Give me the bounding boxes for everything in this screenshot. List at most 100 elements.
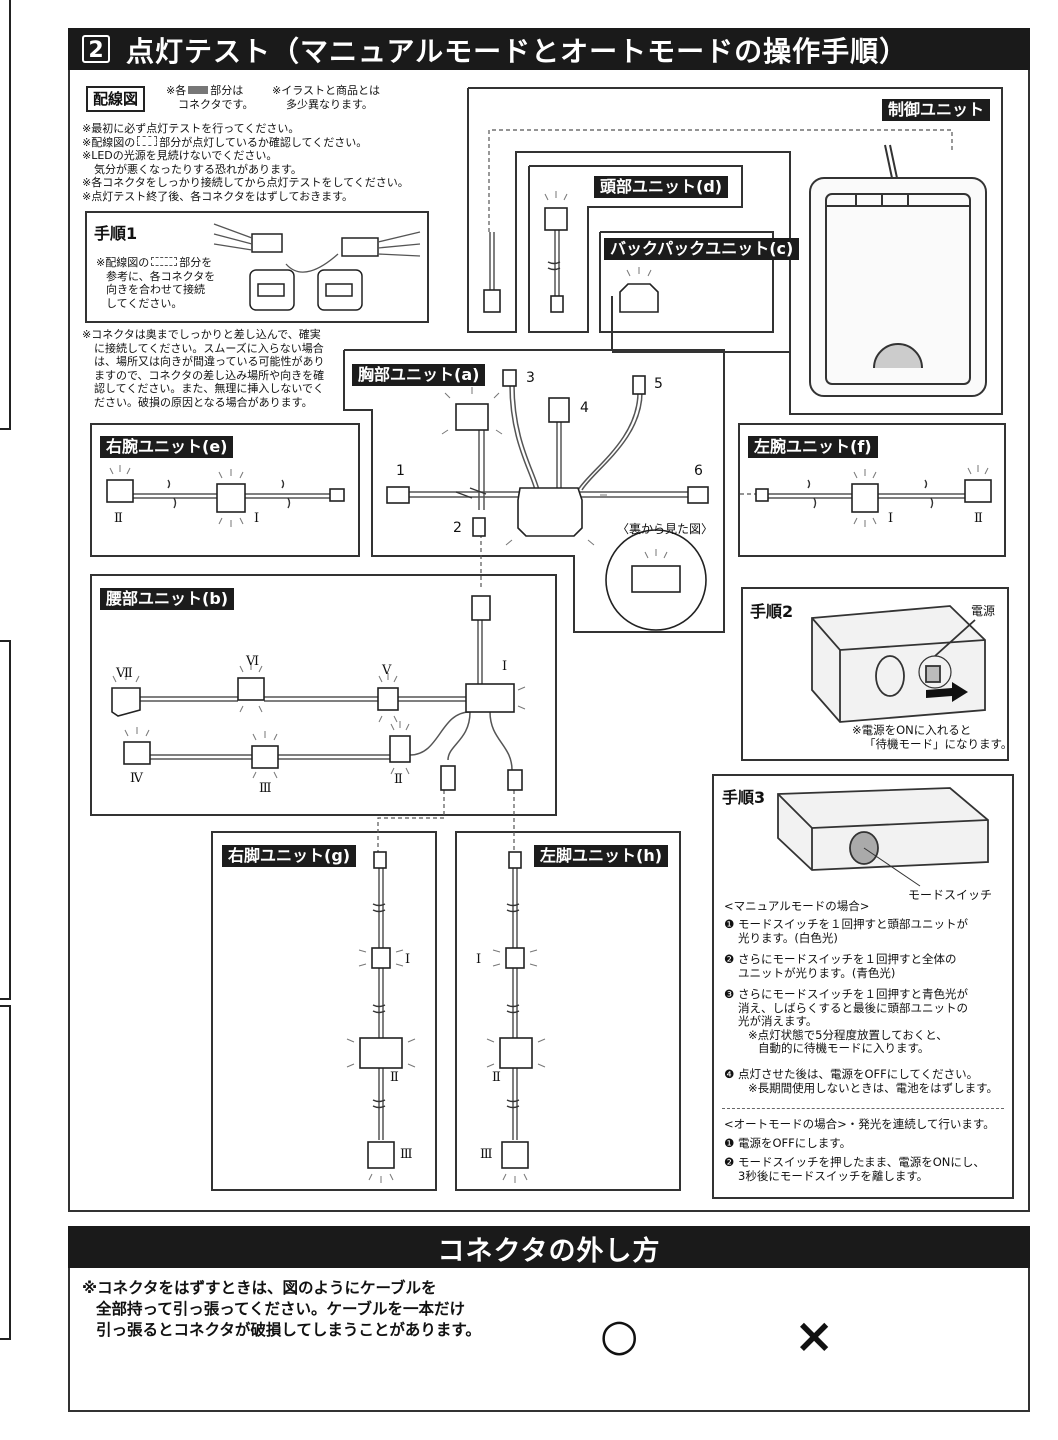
insert-note-line: ださい。破損の原因となる場合があります。 (94, 395, 313, 409)
step2-note: ※電源をONに入れると 「待機モード」になります。 (852, 723, 1012, 751)
power-label: 電源 (971, 604, 996, 618)
auto-step-mark: ❶ (724, 1136, 735, 1150)
right-arm-ii: Ⅱ (114, 511, 123, 526)
left-arm-unit-label: 左腕ユニット(f) (748, 436, 878, 458)
caution-list: ※最初に必ず点灯テストを行ってください。 ※配線図の 部分が点灯しているか確認して… (82, 122, 409, 203)
waist-unit-label: 腰部ユニット(b) (100, 588, 235, 610)
manual-step-line: モードスイッチを１回押すと頭部ユニットが (738, 917, 968, 931)
step1-text-b: 部分を (179, 256, 213, 269)
waist-ii: Ⅱ (394, 772, 403, 787)
section-title: 点灯テスト（マニュアルモードとオートモードの操作手順） (126, 35, 909, 68)
step3-divider (722, 1108, 1004, 1109)
remove-text-line: 全部持って引っ張ってください。ケーブルを一本だけ (96, 1300, 466, 1318)
insert-note-line: ますので、コネクタの差し込み場所や向きを確 (94, 368, 325, 382)
port-number-6: 6 (694, 463, 703, 479)
dashed-swatch (151, 257, 178, 266)
step1-text-c: 参考に、各コネクタを (106, 269, 216, 283)
right-arm-unit-label: 右腕ユニット(e) (100, 436, 234, 458)
waist-i: Ⅰ (502, 659, 508, 674)
right-leg-ii: Ⅱ (390, 1070, 399, 1085)
remove-instructions: ※コネクタをはずすときは、図のようにケーブルを 全部持って引っ張ってください。ケ… (82, 1278, 481, 1341)
remove-section-header: コネクタの外し方 (68, 1226, 1030, 1268)
caution-line: 部分が点灯しているか確認してください。 (159, 135, 368, 149)
chest-unit-label: 胸部ユニット(a) (352, 364, 486, 386)
right-leg-i: Ⅰ (405, 952, 411, 967)
correct-mark: ○ (600, 1310, 639, 1361)
auto-step-line: 3秒後にモードスイッチを離します。 (738, 1168, 929, 1183)
caution-line: ※各コネクタをしっかり接続してから点灯テストをしてください。 (82, 176, 409, 189)
step1-text-d: 向きを合わせて接続 (106, 283, 205, 296)
manual-step-line: 光ります。(白色光) (738, 930, 838, 945)
manual-step-mark: ❷ (724, 952, 735, 966)
manual-step-line: ユニットが光ります。(青色光) (738, 965, 896, 980)
left-leg-iii: Ⅲ (480, 1147, 493, 1162)
left-leg-unit-label: 左脚ユニット(h) (534, 845, 669, 867)
backpack-unit-label: バックパックユニット(c) (604, 238, 800, 260)
manual-step-line: ※長期間使用しないときは、電池をはずします。 (748, 1080, 998, 1095)
manual-step-line: 光が消えます。 (738, 1014, 818, 1028)
left-leg-ii: Ⅱ (492, 1070, 501, 1085)
insert-note-line: 認してください。また、無理に挿入しないでく (94, 382, 325, 395)
caution-line: ※配線図の (82, 135, 136, 149)
manual-step-line: さらにモードスイッチを１回押すと青色光が (738, 987, 968, 1001)
insert-note: ※コネクタは奥までしっかりと差し込んで、確実 に接続してください。スムーズに入ら… (82, 328, 324, 409)
connector-note-a: ※各 (166, 84, 187, 97)
step1-text-e: してください。 (106, 296, 183, 310)
port-number-2: 2 (453, 520, 462, 536)
mode-switch-label: モードスイッチ (908, 888, 993, 902)
caution-line: ※最初に必ず点灯テストを行ってください。 (82, 122, 300, 135)
manual-step-line: さらにモードスイッチを１回押すと全体の (738, 952, 957, 966)
step1-title: 手順1 (94, 224, 138, 243)
page-edge-strip (0, 640, 11, 1000)
connector-swatch (188, 86, 209, 94)
section-number: 2 (82, 35, 110, 63)
page-edge-strip (0, 1005, 11, 1340)
insert-note-line: ※コネクタは奥までしっかりと差し込んで、確実 (82, 328, 321, 341)
caution-line: ※LEDの光源を見続けないでください。 (82, 149, 278, 162)
waist-v: Ⅴ (382, 663, 392, 678)
page-edge-strip (0, 0, 11, 430)
manual-step-mark: ❸ (724, 987, 735, 1001)
step2-note-a: ※電源をONに入れると (852, 723, 972, 737)
step1-text-a: ※配線図の (96, 256, 150, 269)
manual-step-line: ※点灯状態で5分程度放置しておくと、 (748, 1027, 948, 1042)
step2-title: 手順2 (750, 602, 794, 621)
waist-iii: Ⅲ (259, 781, 272, 796)
remove-text-line: 引っ張るとコネクタが破損してしまうことがあります。 (96, 1321, 481, 1339)
illustration-note: ※イラストと商品とは 多少異なります。 (272, 84, 380, 111)
manual-step-line: 消え、しばらくすると最後に頭部ユニットの (738, 1000, 968, 1015)
manual-step-mark: ❹ (724, 1067, 735, 1081)
connector-note-b: 部分は (210, 84, 244, 97)
left-arm-ii: Ⅱ (974, 511, 983, 526)
manual-mode-title: <マニュアルモードの場合> (724, 899, 870, 913)
wiring-diagram-label: 配線図 (86, 86, 146, 112)
insert-note-line: は、場所又は向きが間違っている可能性があり (94, 355, 325, 368)
step3-title: 手順3 (722, 788, 766, 807)
control-unit-label: 制御ユニット (882, 99, 991, 121)
port-number-1: 1 (396, 463, 405, 479)
waist-iv: Ⅳ (130, 771, 143, 786)
wrong-mark: × (794, 1308, 835, 1364)
step1-text: ※配線図の 部分を 参考に、各コネクタを 向きを合わせて接続 してください。 (96, 256, 215, 310)
left-leg-i: Ⅰ (476, 952, 482, 967)
port-number-4: 4 (580, 400, 589, 416)
left-arm-i: Ⅰ (888, 511, 894, 526)
waist-vii: Ⅶ (116, 666, 133, 681)
head-unit-label: 頭部ユニット(d) (594, 176, 729, 198)
waist-vi: Ⅵ (246, 654, 260, 669)
manual-step-line: 点灯させた後は、電源をOFFにしてください。 (738, 1067, 979, 1081)
caution-line: ※点灯テスト終了後、各コネクタをはずしておきます。 (82, 189, 354, 203)
right-arm-i: Ⅰ (254, 511, 260, 526)
remove-section-title: コネクタの外し方 (437, 1236, 661, 1267)
connector-note-c: コネクタです。 (178, 97, 254, 111)
port-number-3: 3 (526, 370, 535, 386)
led-swatch (137, 135, 158, 146)
right-leg-iii: Ⅲ (400, 1147, 413, 1162)
port-number-5: 5 (654, 376, 663, 392)
illustration-note-a: ※イラストと商品とは (272, 84, 380, 97)
